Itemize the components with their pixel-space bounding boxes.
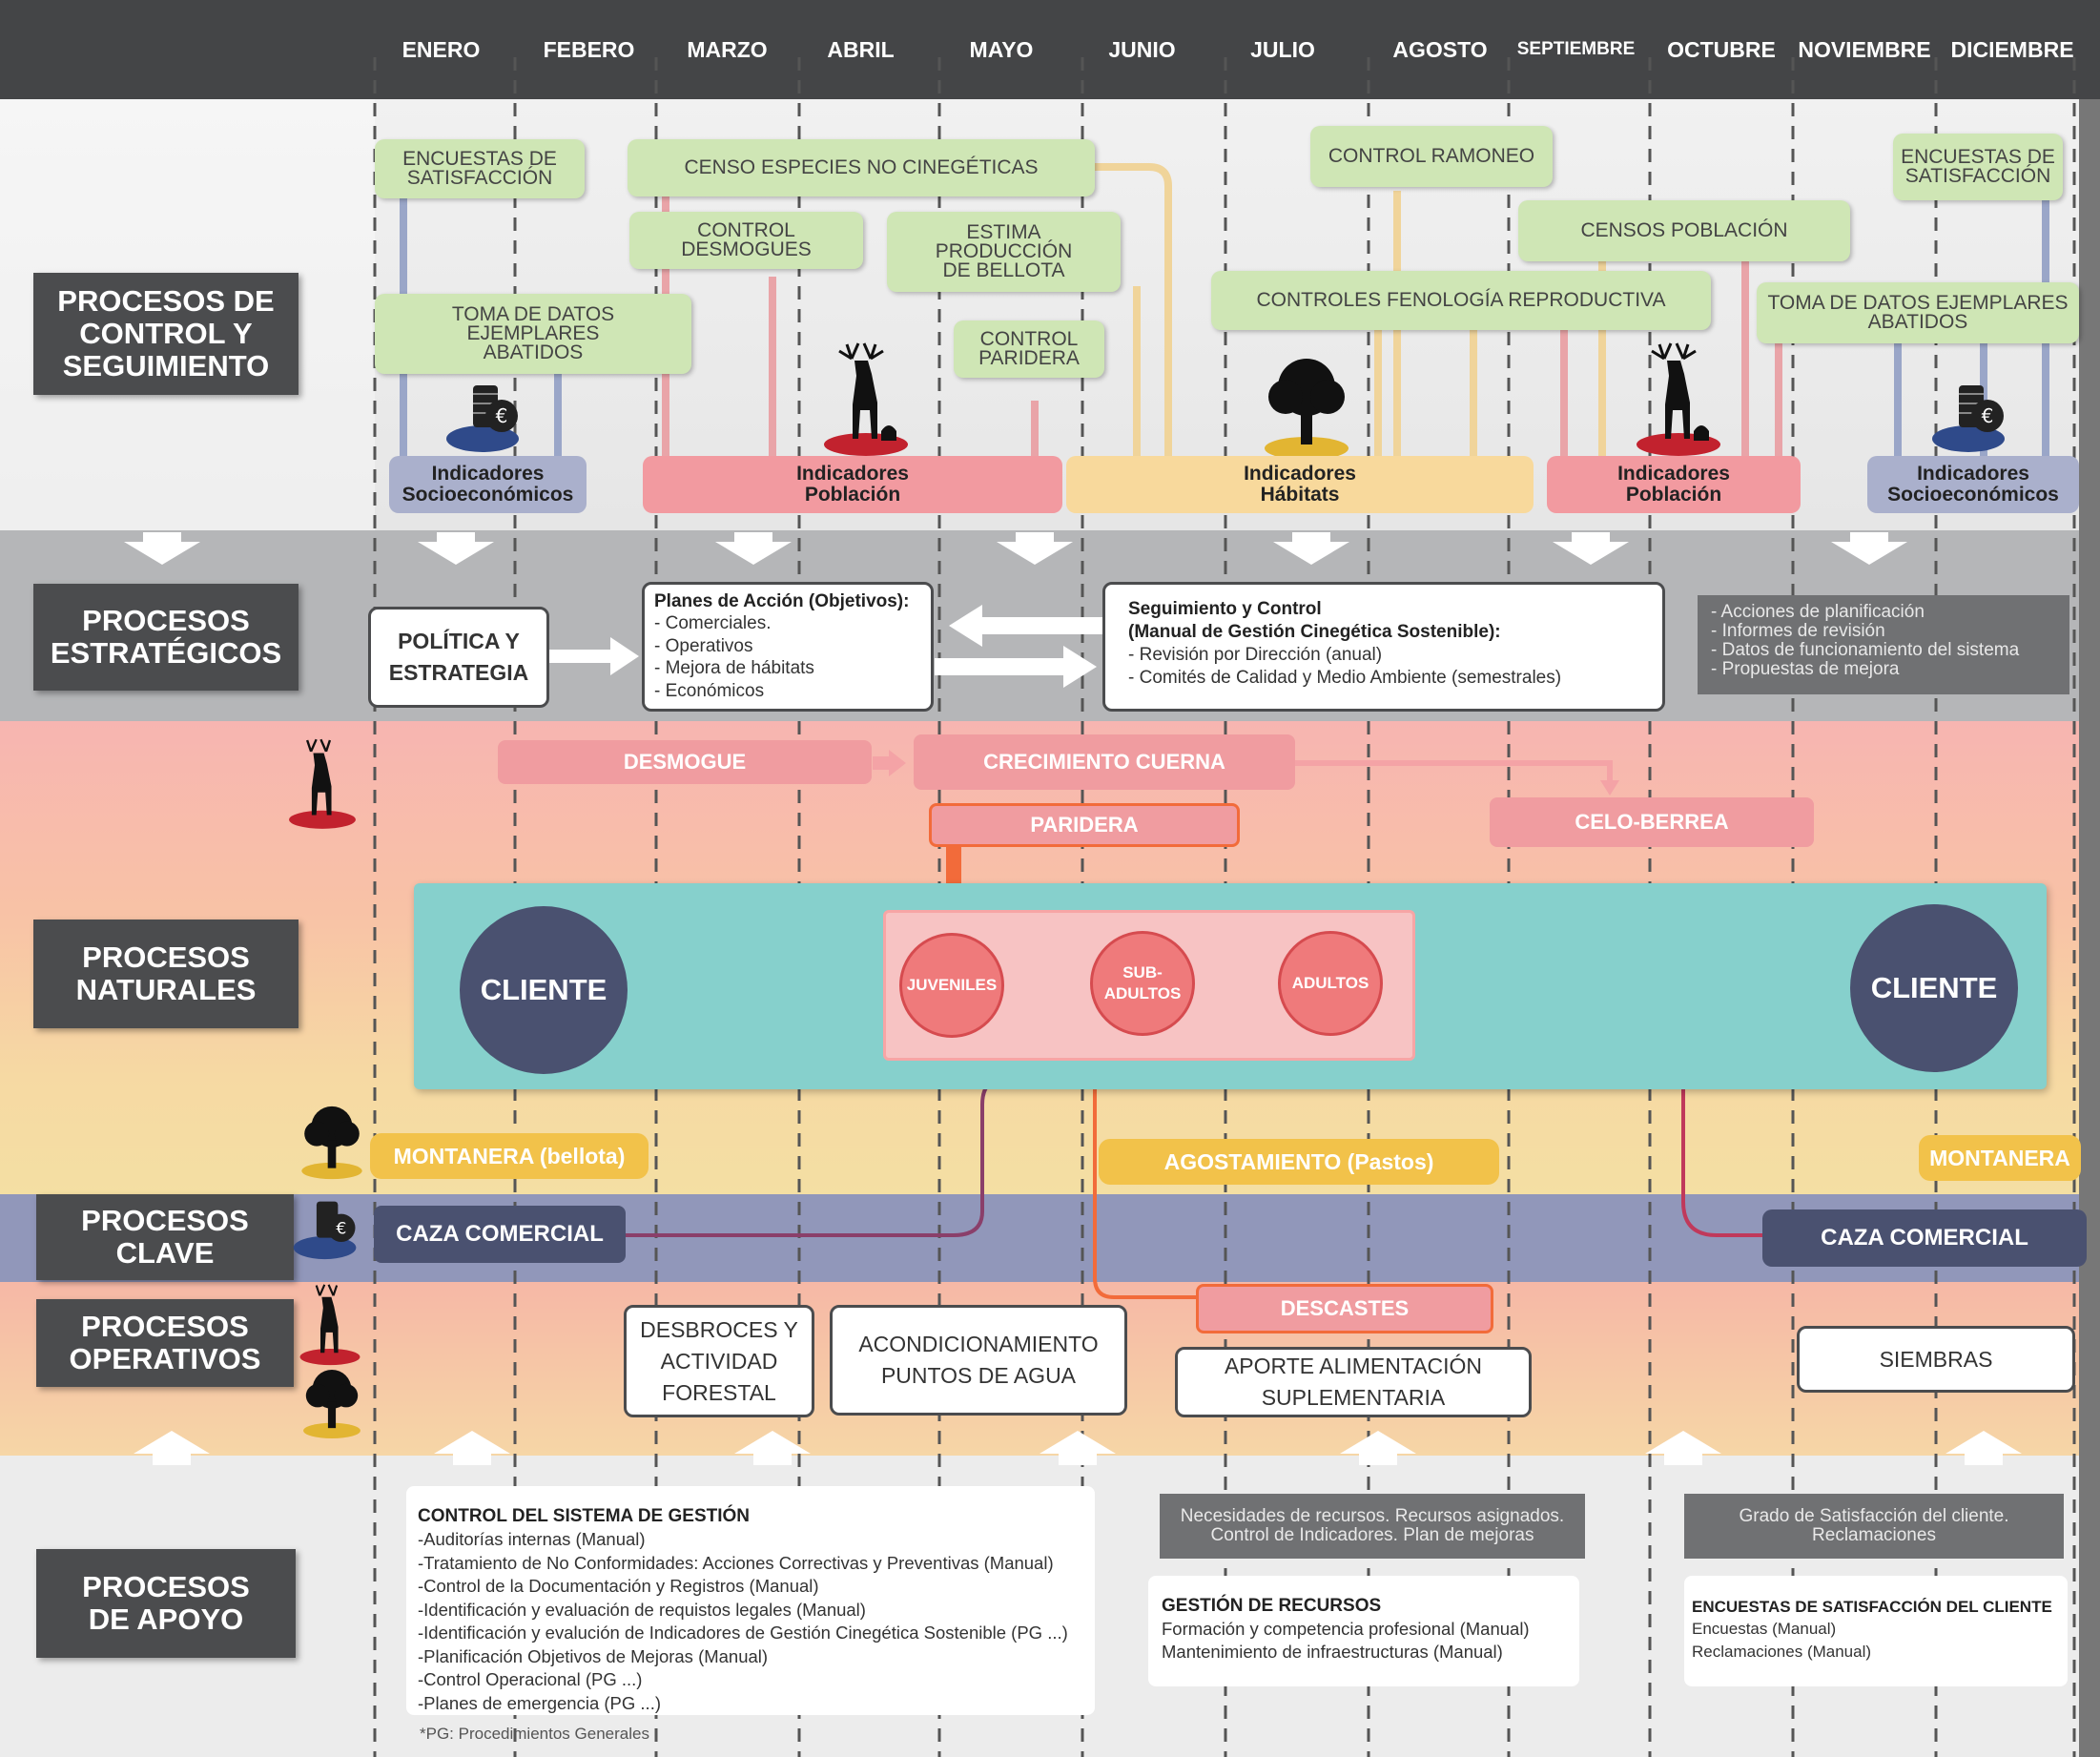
box-caza-comercial-left: CAZA COMERCIAL <box>374 1206 626 1263</box>
box-desmogue: DESMOGUE <box>498 740 872 784</box>
box-planes-accion: Planes de Acción (Objetivos): - Comercia… <box>642 582 934 712</box>
row-label-naturales: PROCESOS NATURALES <box>33 920 299 1028</box>
cliente-left: CLIENTE <box>460 906 628 1074</box>
month-2: FEBERO <box>543 36 635 62</box>
box-grado-satisfaccion: Grado de Satisfacción del cliente. Recla… <box>1684 1494 2064 1559</box>
pg-note: *PG: Procedimientos Generales <box>420 1725 649 1743</box>
month-7: JULIO <box>1250 36 1315 62</box>
box-caza-comercial-right: CAZA COMERCIAL <box>1762 1209 2087 1267</box>
box-censos-poblacion: CENSOS POBLACIÓN <box>1518 200 1850 261</box>
deer-icon <box>284 736 360 832</box>
box-agostamiento: AGOSTAMIENTO (Pastos) <box>1099 1139 1499 1185</box>
month-8: AGOSTO <box>1392 36 1488 62</box>
box-acciones-planificacion: - Acciones de planificación - Informes d… <box>1698 595 2069 694</box>
gestion-title: GESTIÓN DE RECURSOS <box>1162 1596 1382 1616</box>
box-control-ramoneo: CONTROL RAMONEO <box>1310 126 1553 187</box>
indicator-socioeconomicos-right: Indicadores Socioeconómicos <box>1867 456 2079 513</box>
svg-text:€: € <box>1982 404 1994 427</box>
month-9: SEPTIEMBRE <box>1516 39 1636 59</box>
box-descastes: DESCASTES <box>1196 1284 1493 1333</box>
month-10: OCTUBRE <box>1667 36 1776 62</box>
tree-icon <box>1259 355 1354 464</box>
seguimiento-title: Seguimiento y Control (Manual de Gestión… <box>1128 599 1501 642</box>
box-politica-estrategia: POLÍTICA Y ESTRATEGIA <box>368 607 549 708</box>
control-sistema-items: -Auditorías internas (Manual) -Tratamien… <box>418 1529 1068 1713</box>
svg-text:€: € <box>496 404 508 427</box>
encuestas-cliente-items: Encuestas (Manual) Reclamaciones (Manual… <box>1692 1620 1872 1661</box>
row-label-clave: PROCESOS CLAVE <box>36 1194 294 1280</box>
tree-icon <box>298 1103 366 1183</box>
month-3: MARZO <box>687 36 768 62</box>
box-gestion-recursos: GESTIÓN DE RECURSOS Formación y competen… <box>1148 1576 1579 1686</box>
indicator-socioeconomicos-left: Indicadores Socioeconómicos <box>389 456 587 513</box>
box-toma-datos-left: TOMA DE DATOS EJEMPLARES ABATIDOS <box>375 294 691 374</box>
box-toma-datos-right: TOMA DE DATOS EJEMPLARES ABATIDOS <box>1757 282 2079 343</box>
planes-title: Planes de Acción (Objetivos): <box>654 591 910 611</box>
box-control-sistema: CONTROL DEL SISTEMA DE GESTIÓN -Auditorí… <box>406 1486 1095 1715</box>
month-11: NOVIEMBRE <box>1798 36 1931 62</box>
box-paridera: PARIDERA <box>929 803 1240 847</box>
box-necesidades: Necesidades de recursos. Recursos asigna… <box>1160 1494 1585 1559</box>
right-margin <box>2079 99 2100 1757</box>
box-control-desmogues: CONTROL DESMOGUES <box>629 212 863 269</box>
svg-text:€: € <box>336 1219 346 1238</box>
indicator-poblacion-left: Indicadores Población <box>643 456 1062 513</box>
box-siembras: SIEMBRAS <box>1797 1326 2075 1393</box>
box-crecimiento-cuerna: CRECIMIENTO CUERNA <box>914 734 1295 790</box>
cliente-right: CLIENTE <box>1850 904 2018 1072</box>
gestion-items: Formación y competencia profesional (Man… <box>1162 1619 1530 1662</box>
box-encuestas-left: ENCUESTAS DE SATISFACCIÓN <box>375 139 585 198</box>
deer-icon <box>818 340 914 460</box>
box-encuestas-right: ENCUESTAS DE SATISFACCIÓN <box>1893 134 2063 200</box>
strategy-arrows <box>548 605 1106 688</box>
box-celo-berrea: CELO-BERREA <box>1490 797 1814 847</box>
down-arrows <box>124 532 1907 565</box>
header-band <box>0 0 2100 99</box>
box-montanera-right: MONTANERA <box>1919 1135 2081 1181</box>
month-12: DICIEMBRE <box>1950 36 2074 62</box>
box-control-paridera: CONTROL PARIDERA <box>954 320 1104 378</box>
box-estima-bellota: ESTIMA PRODUCCIÓN DE BELLOTA <box>887 212 1121 292</box>
control-sistema-title: CONTROL DEL SISTEMA DE GESTIÓN <box>418 1506 751 1526</box>
coins-icon: € <box>292 1196 364 1263</box>
box-acondicionamiento: ACONDICIONAMIENTO PUNTOS DE AGUA <box>830 1305 1127 1416</box>
month-5: MAYO <box>969 36 1034 62</box>
box-desbroces: DESBROCES Y ACTIVIDAD FORESTAL <box>624 1305 814 1417</box>
row-label-apoyo: PROCESOS DE APOYO <box>36 1549 296 1658</box>
encuestas-cliente-title: ENCUESTAS DE SATISFACCIÓN DEL CLIENTE <box>1692 1598 2052 1616</box>
deer-icon <box>296 1282 364 1368</box>
stage-subadultos: SUB- ADULTOS <box>1090 931 1195 1036</box>
box-controles-fenologia: CONTROLES FENOLOGÍA REPRODUCTIVA <box>1211 271 1711 330</box>
box-seguimiento-control: Seguimiento y Control (Manual de Gestión… <box>1102 582 1665 712</box>
indicator-habitats: Indicadores Hábitats <box>1066 456 1534 513</box>
seguimiento-items: - Revisión por Dirección (anual) - Comit… <box>1128 645 1562 688</box>
month-1: ENERO <box>401 36 481 62</box>
row-label-estrategicos: PROCESOS ESTRATÉGICOS <box>33 584 299 691</box>
box-montanera-left: MONTANERA (bellota) <box>370 1133 649 1179</box>
month-4: ABRIL <box>827 36 895 62</box>
row-label-operativos: PROCESOS OPERATIVOS <box>36 1299 294 1387</box>
up-arrows <box>134 1431 2022 1465</box>
box-aporte-alimentacion: APORTE ALIMENTACIÓN SUPLEMENTARIA <box>1175 1347 1532 1417</box>
box-encuestas-cliente: ENCUESTAS DE SATISFACCIÓN DEL CLIENTE En… <box>1684 1576 2068 1686</box>
deer-icon <box>1631 340 1726 460</box>
tree-icon <box>299 1366 364 1442</box>
stage-adultos: ADULTOS <box>1278 931 1383 1036</box>
planes-items: - Comerciales. - Operativos - Mejora de … <box>654 613 814 701</box>
coins-icon: € <box>444 380 528 456</box>
coins-icon: € <box>1930 380 2014 456</box>
stage-juveniles: JUVENILES <box>899 933 1004 1038</box>
indicator-poblacion-right: Indicadores Población <box>1547 456 1801 513</box>
box-censo-no-cinegeticas: CENSO ESPECIES NO CINEGÉTICAS <box>628 139 1095 196</box>
month-6: JUNIO <box>1108 36 1176 62</box>
row-label-control: PROCESOS DE CONTROL Y SEGUIMIENTO <box>33 273 299 395</box>
